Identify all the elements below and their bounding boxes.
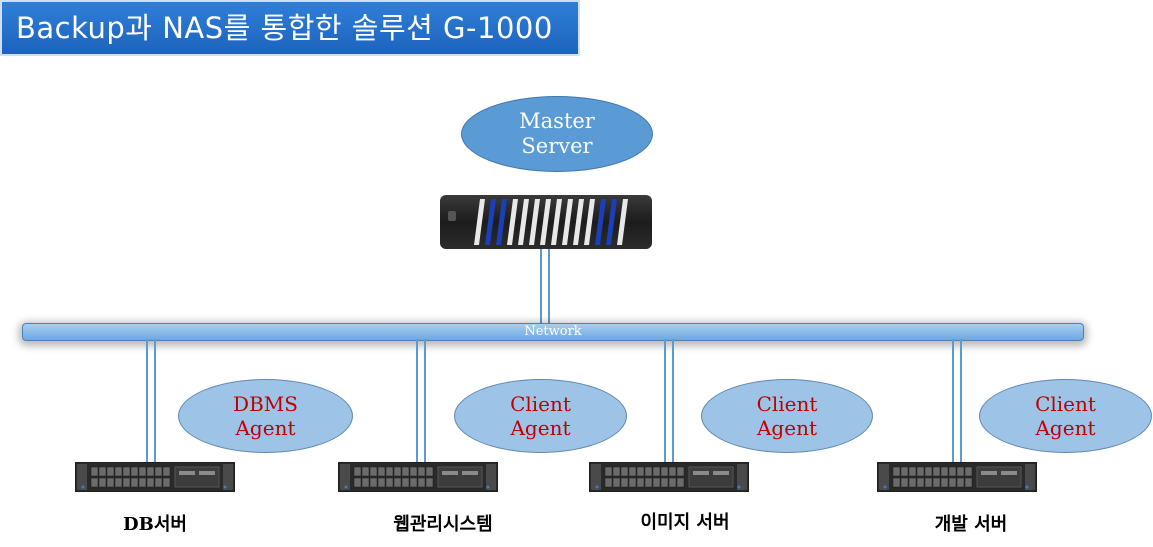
client-agent-ellipse: Client Agent — [979, 379, 1152, 453]
network-bar: Network — [22, 323, 1084, 341]
master-link-line-b — [548, 249, 550, 323]
image-server-image — [589, 462, 749, 492]
agent-label-line1: DBMS — [233, 392, 298, 416]
node-link-line — [960, 339, 962, 465]
node-link-line — [664, 339, 666, 465]
master-storage-device-image — [440, 195, 652, 249]
agent-label-line1: Client — [1035, 392, 1096, 416]
development-server-label: 개발 서버 — [934, 514, 1008, 535]
dbms-agent-ellipse: DBMS Agent — [178, 379, 353, 453]
node-link-line — [154, 339, 156, 465]
agent-label-line2: Agent — [510, 416, 571, 440]
web-management-server-label: 웹관리시스템 — [393, 514, 493, 535]
node-link-line — [424, 339, 426, 465]
agent-label-line2: Agent — [1035, 416, 1096, 440]
agent-label-line2: Agent — [756, 416, 817, 440]
web-management-server-image — [338, 462, 498, 492]
node-link-line — [416, 339, 418, 465]
client-agent-ellipse: Client Agent — [454, 379, 627, 453]
node-link-line — [952, 339, 954, 465]
node-link-line — [146, 339, 148, 465]
client-agent-ellipse: Client Agent — [701, 379, 873, 453]
master-server-label-line1: Master — [519, 108, 595, 133]
page-title: Backup과 NAS를 통합한 솔루션 G-1000 — [0, 0, 580, 56]
db-server-label: DB서버 — [123, 514, 187, 535]
master-server-label-line2: Server — [521, 134, 593, 158]
master-link-line-a — [540, 249, 542, 323]
agent-label-line1: Client — [756, 392, 818, 416]
master-server-ellipse: Master Server — [461, 96, 653, 172]
image-server-label: 이미지 서버 — [640, 512, 730, 533]
development-server-image — [877, 462, 1037, 492]
node-link-line — [672, 339, 674, 465]
agent-label-line1: Client — [510, 392, 571, 416]
db-server-image — [75, 462, 235, 492]
agent-label-line2: Agent — [235, 416, 296, 440]
